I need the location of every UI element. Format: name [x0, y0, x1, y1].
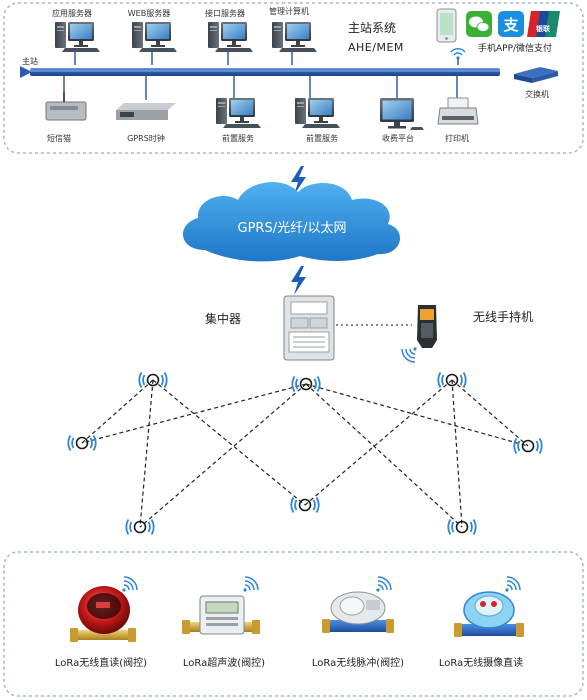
- gprs-clock-label: GPRS时钟: [127, 133, 165, 143]
- meter-1-label: LoRa无线直读(阀控): [55, 656, 147, 669]
- concentrator-device[interactable]: [283, 295, 335, 361]
- front-server-2[interactable]: 前置服务: [295, 98, 340, 143]
- main-system-frame: [3, 2, 584, 154]
- switch-label: 交换机: [525, 89, 549, 99]
- printer[interactable]: 打印机: [437, 97, 479, 143]
- server-management-label: 管理计算机: [269, 6, 309, 16]
- bus-label: 主站: [22, 56, 38, 66]
- alipay-glyph: 支: [502, 16, 519, 34]
- meter-lora-pulse[interactable]: [322, 576, 394, 633]
- network-cloud: GPRS/光纤/以太网: [182, 182, 401, 262]
- printer-label: 打印机: [445, 133, 469, 143]
- server-interface[interactable]: 接口服务器: [205, 8, 253, 52]
- unionpay-icon: 银联: [527, 11, 560, 37]
- meter-lora-direct-read[interactable]: [70, 576, 138, 642]
- meter-3-label: LoRa无线脉冲(阀控): [312, 656, 404, 669]
- ahe-mem-label: AHE/MEM: [348, 41, 404, 54]
- mobile-pay-label: 手机APP/微信支付: [478, 42, 552, 54]
- phone-app-icon: [436, 8, 457, 43]
- handheld-label: 无线手持机: [473, 309, 533, 324]
- front-server-1[interactable]: 前置服务: [216, 98, 261, 143]
- meter-2-label: LoRa超声波(阀控): [183, 656, 265, 669]
- meter-lora-camera[interactable]: [454, 576, 524, 637]
- meter-lora-ultrasonic[interactable]: [182, 576, 260, 635]
- wireless-handheld-device[interactable]: [401, 305, 437, 363]
- server-interface-label: 接口服务器: [205, 8, 245, 18]
- wifi-icon: [450, 48, 466, 60]
- alipay-icon: 支: [498, 11, 524, 37]
- meters-frame: [3, 551, 584, 697]
- main-system-title: 主站系统: [348, 21, 396, 35]
- sms-modem-label: 短信猫: [47, 133, 71, 143]
- unionpay-glyph: 银联: [536, 24, 551, 33]
- front-server-2-label: 前置服务: [306, 133, 338, 143]
- network-switch[interactable]: 交换机: [514, 67, 558, 99]
- server-web[interactable]: WEB服务器: [128, 8, 177, 52]
- gprs-clock[interactable]: GPRS时钟: [116, 103, 176, 143]
- main-bus: [20, 66, 500, 78]
- meter-4-label: LoRa无线摄像直读: [439, 656, 523, 669]
- server-web-label: WEB服务器: [128, 8, 170, 18]
- billing-platform[interactable]: 收费平台: [380, 98, 424, 143]
- front-server-1-label: 前置服务: [222, 133, 254, 143]
- server-application-label: 应用服务器: [52, 8, 92, 18]
- server-application[interactable]: 应用服务器: [52, 8, 100, 52]
- server-management[interactable]: 管理计算机: [269, 6, 317, 52]
- concentrator-label: 集中器: [205, 311, 241, 326]
- bottom-connectors: [63, 76, 458, 100]
- billing-platform-label: 收费平台: [382, 133, 414, 143]
- lightning-icon-bottom: [291, 266, 306, 295]
- wechat-pay-icon: [466, 11, 492, 37]
- network-cloud-label: GPRS/光纤/以太网: [238, 221, 347, 236]
- sms-modem[interactable]: 短信猫: [45, 92, 87, 143]
- mesh-links: [81, 379, 529, 528]
- top-connectors: [74, 52, 459, 65]
